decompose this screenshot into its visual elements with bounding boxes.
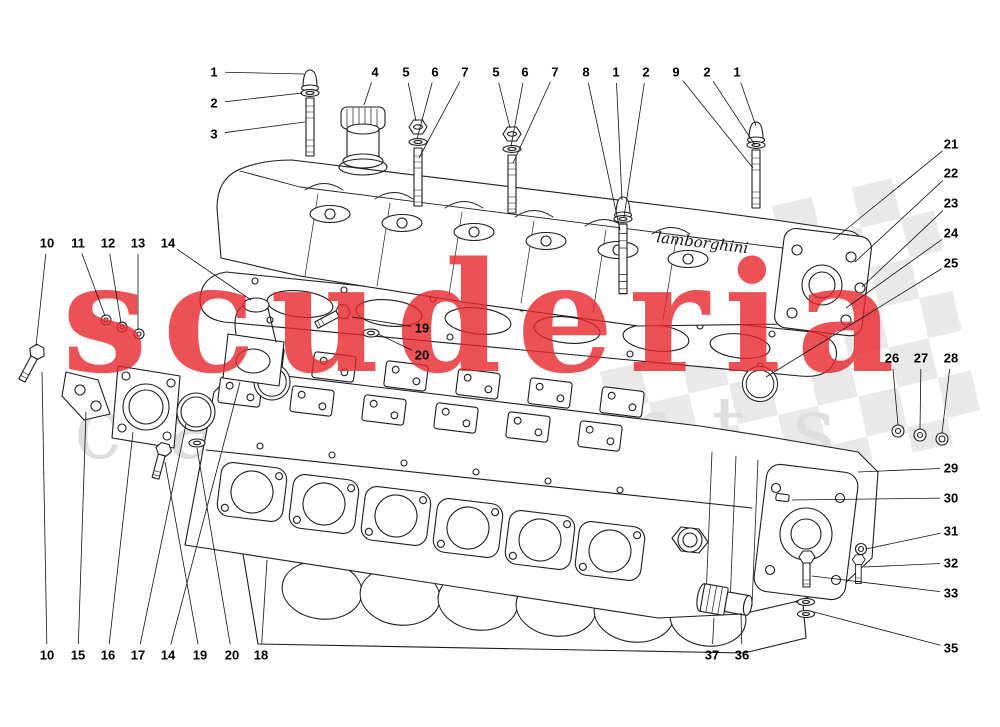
part-callout-2: 2 (210, 95, 218, 111)
part-callout-10: 10 (39, 235, 55, 251)
part-callout-1: 1 (210, 64, 218, 80)
part-callout-9: 9 (672, 64, 680, 80)
part-callout-5: 5 (402, 64, 410, 80)
part-callout-17: 17 (130, 647, 146, 663)
part-callout-20: 20 (224, 647, 240, 663)
part-callout-20: 20 (414, 347, 430, 363)
part-callout-28: 28 (943, 350, 959, 366)
part-callout-36: 36 (734, 647, 750, 663)
part-callout-37: 37 (704, 647, 720, 663)
part-callout-11: 11 (71, 235, 85, 251)
part-callout-35: 35 (943, 640, 959, 656)
part-callout-30: 30 (943, 490, 959, 506)
part-callout-7: 7 (461, 64, 469, 80)
part-callout-32: 32 (943, 555, 959, 571)
part-callout-6: 6 (431, 64, 439, 80)
part-callout-15: 15 (70, 647, 86, 663)
part-callout-25: 25 (943, 255, 959, 271)
part-callout-21: 21 (943, 136, 959, 152)
part-callout-23: 23 (943, 195, 959, 211)
part-callout-13: 13 (130, 235, 146, 251)
part-callout-14: 14 (160, 647, 176, 663)
part-callout-1: 1 (733, 64, 741, 80)
part-callout-12: 12 (100, 235, 116, 251)
part-callout-16: 16 (100, 647, 116, 663)
part-callout-8: 8 (582, 64, 590, 80)
part-callout-6: 6 (521, 64, 529, 80)
part-callout-27: 27 (913, 350, 929, 366)
part-callout-22: 22 (943, 165, 959, 181)
part-callout-3: 3 (210, 126, 218, 142)
part-callout-1: 1 (612, 64, 620, 80)
part-callout-31: 31 (943, 523, 959, 539)
part-callout-33: 33 (943, 585, 959, 601)
part-callout-2: 2 (703, 64, 711, 80)
part-callout-24: 24 (943, 225, 959, 241)
part-callout-18: 18 (253, 647, 269, 663)
part-callout-4: 4 (371, 64, 379, 80)
part-callout-14: 14 (160, 235, 176, 251)
part-callout-2: 2 (642, 64, 650, 80)
part-callout-5: 5 (492, 64, 500, 80)
part-callout-19: 19 (192, 647, 208, 663)
part-callout-29: 29 (943, 460, 959, 476)
part-callout-7: 7 (551, 64, 559, 80)
part-callout-10: 10 (39, 647, 55, 663)
part-callout-19: 19 (414, 320, 430, 336)
part-callout-26: 26 (884, 350, 900, 366)
